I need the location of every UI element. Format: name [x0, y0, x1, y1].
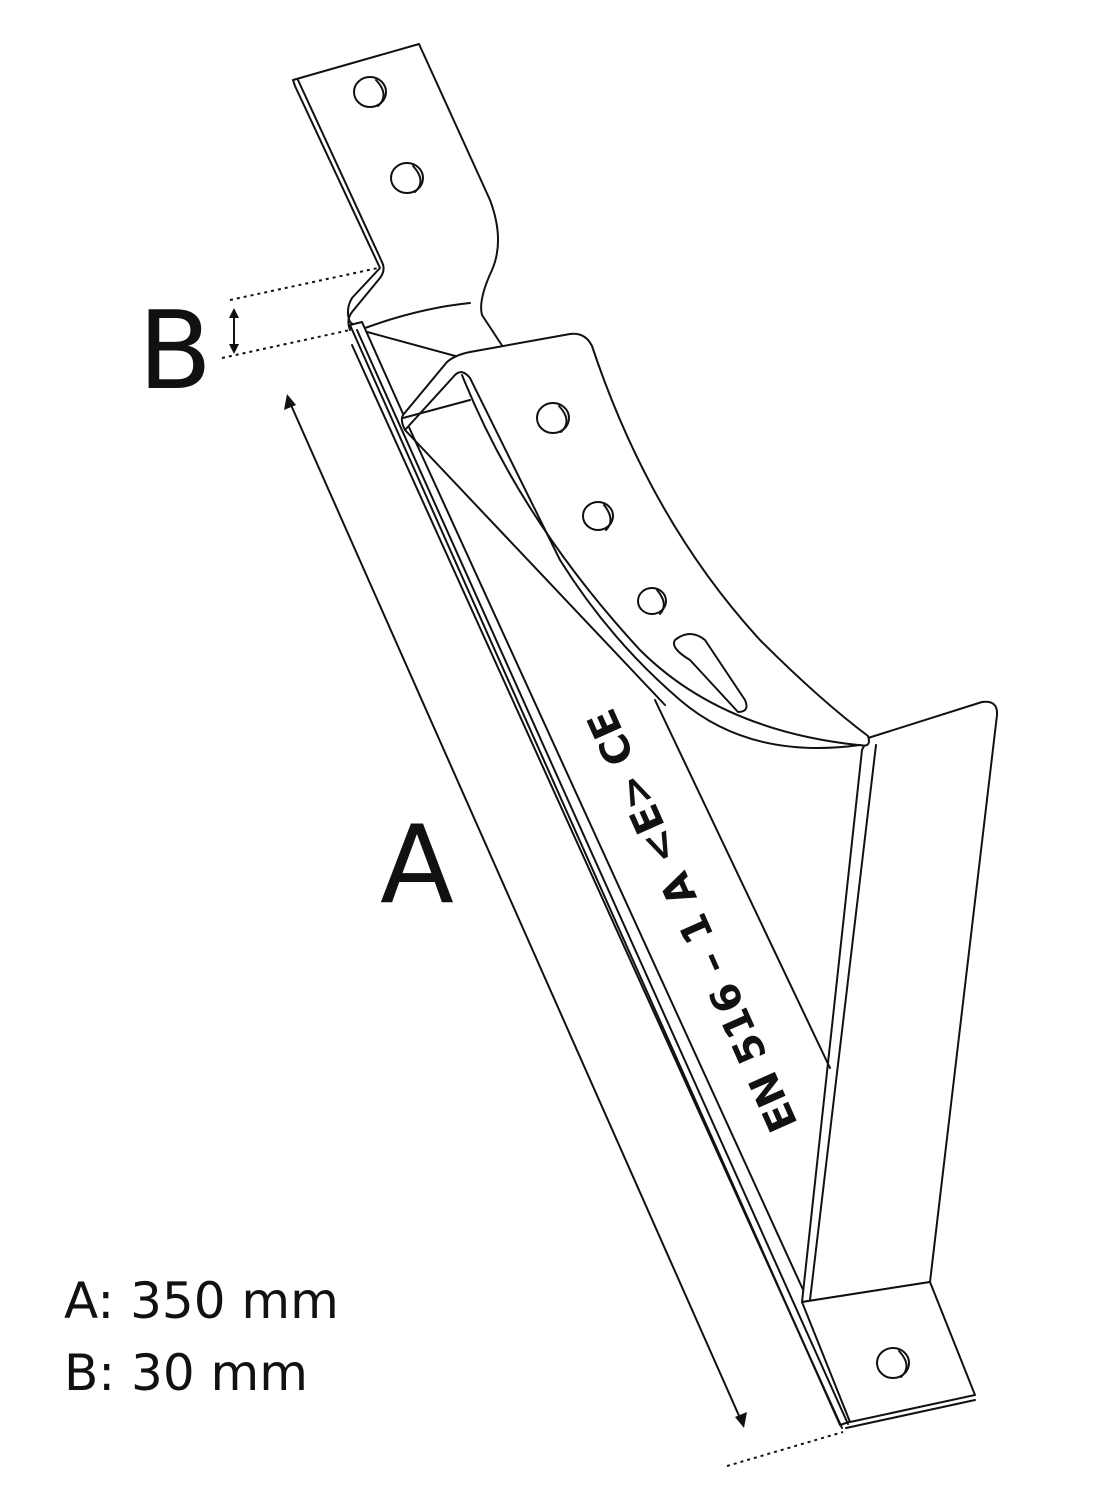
right-support	[801, 700, 999, 1303]
dimension-b-arrow	[229, 308, 239, 354]
dimension-b-label: B	[138, 289, 212, 414]
rail-edge-line	[351, 344, 843, 1429]
dimension-b-lower-line	[221, 329, 351, 359]
dimension-a-label: A	[380, 803, 454, 928]
spec-a: A: 350 mm	[64, 1272, 339, 1330]
top-strap	[292, 43, 506, 361]
web-line	[654, 699, 831, 1069]
dimension-b-upper-line	[229, 267, 379, 301]
support-inner-line	[809, 744, 877, 1301]
dimension-a-arrow	[284, 394, 747, 1428]
spec-b: B: 30 mm	[64, 1344, 308, 1402]
cradle-inner-curve	[461, 374, 859, 746]
cradle-cross-line	[402, 399, 471, 419]
foot-edge	[845, 1399, 976, 1429]
mounting-holes	[353, 76, 910, 1379]
rail-edge-line	[356, 329, 849, 1425]
bottom-foot	[801, 1281, 976, 1423]
web-line	[404, 429, 666, 706]
strap-bend-line	[364, 302, 471, 329]
dimension-a-end-line	[726, 1431, 844, 1467]
cradle	[400, 332, 870, 749]
strap-edge	[297, 79, 385, 331]
